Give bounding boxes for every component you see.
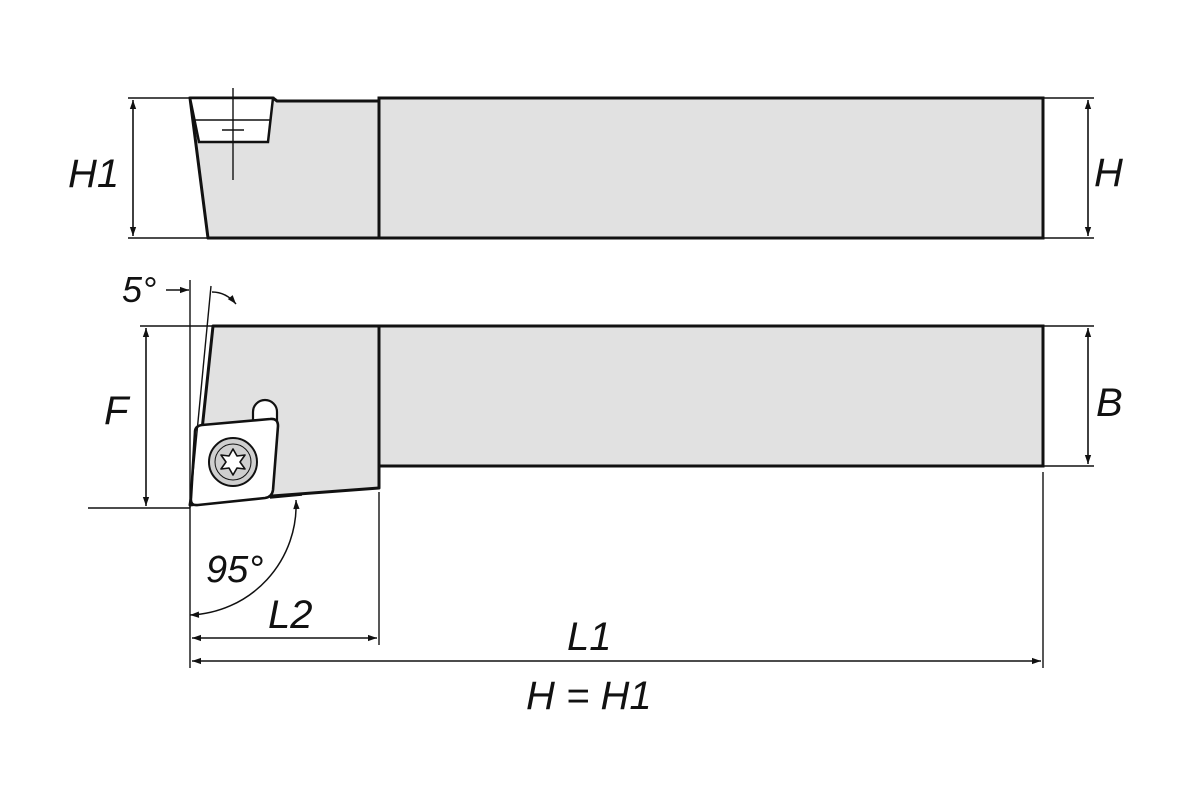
- note-h-equals-h1: H = H1: [526, 674, 652, 718]
- label-95-degree: 95°: [206, 549, 263, 591]
- plan-view: 5° F B 95° L2 L1 H = H1: [88, 269, 1123, 718]
- label-f: F: [104, 389, 131, 433]
- label-5-degree: 5°: [122, 269, 156, 310]
- side-view: H1 H: [68, 88, 1123, 240]
- label-h1: H1: [68, 152, 119, 196]
- label-l1: L1: [567, 615, 612, 659]
- dim-95-arc: [189, 499, 300, 618]
- label-l2: L2: [268, 593, 313, 637]
- plan-view-shank: [377, 324, 1045, 468]
- dim-5-arrow-right: [211, 291, 237, 305]
- side-view-shank: [377, 96, 1045, 240]
- torx-icon: [220, 448, 246, 476]
- label-h: H: [1094, 151, 1123, 195]
- label-b: B: [1096, 381, 1123, 425]
